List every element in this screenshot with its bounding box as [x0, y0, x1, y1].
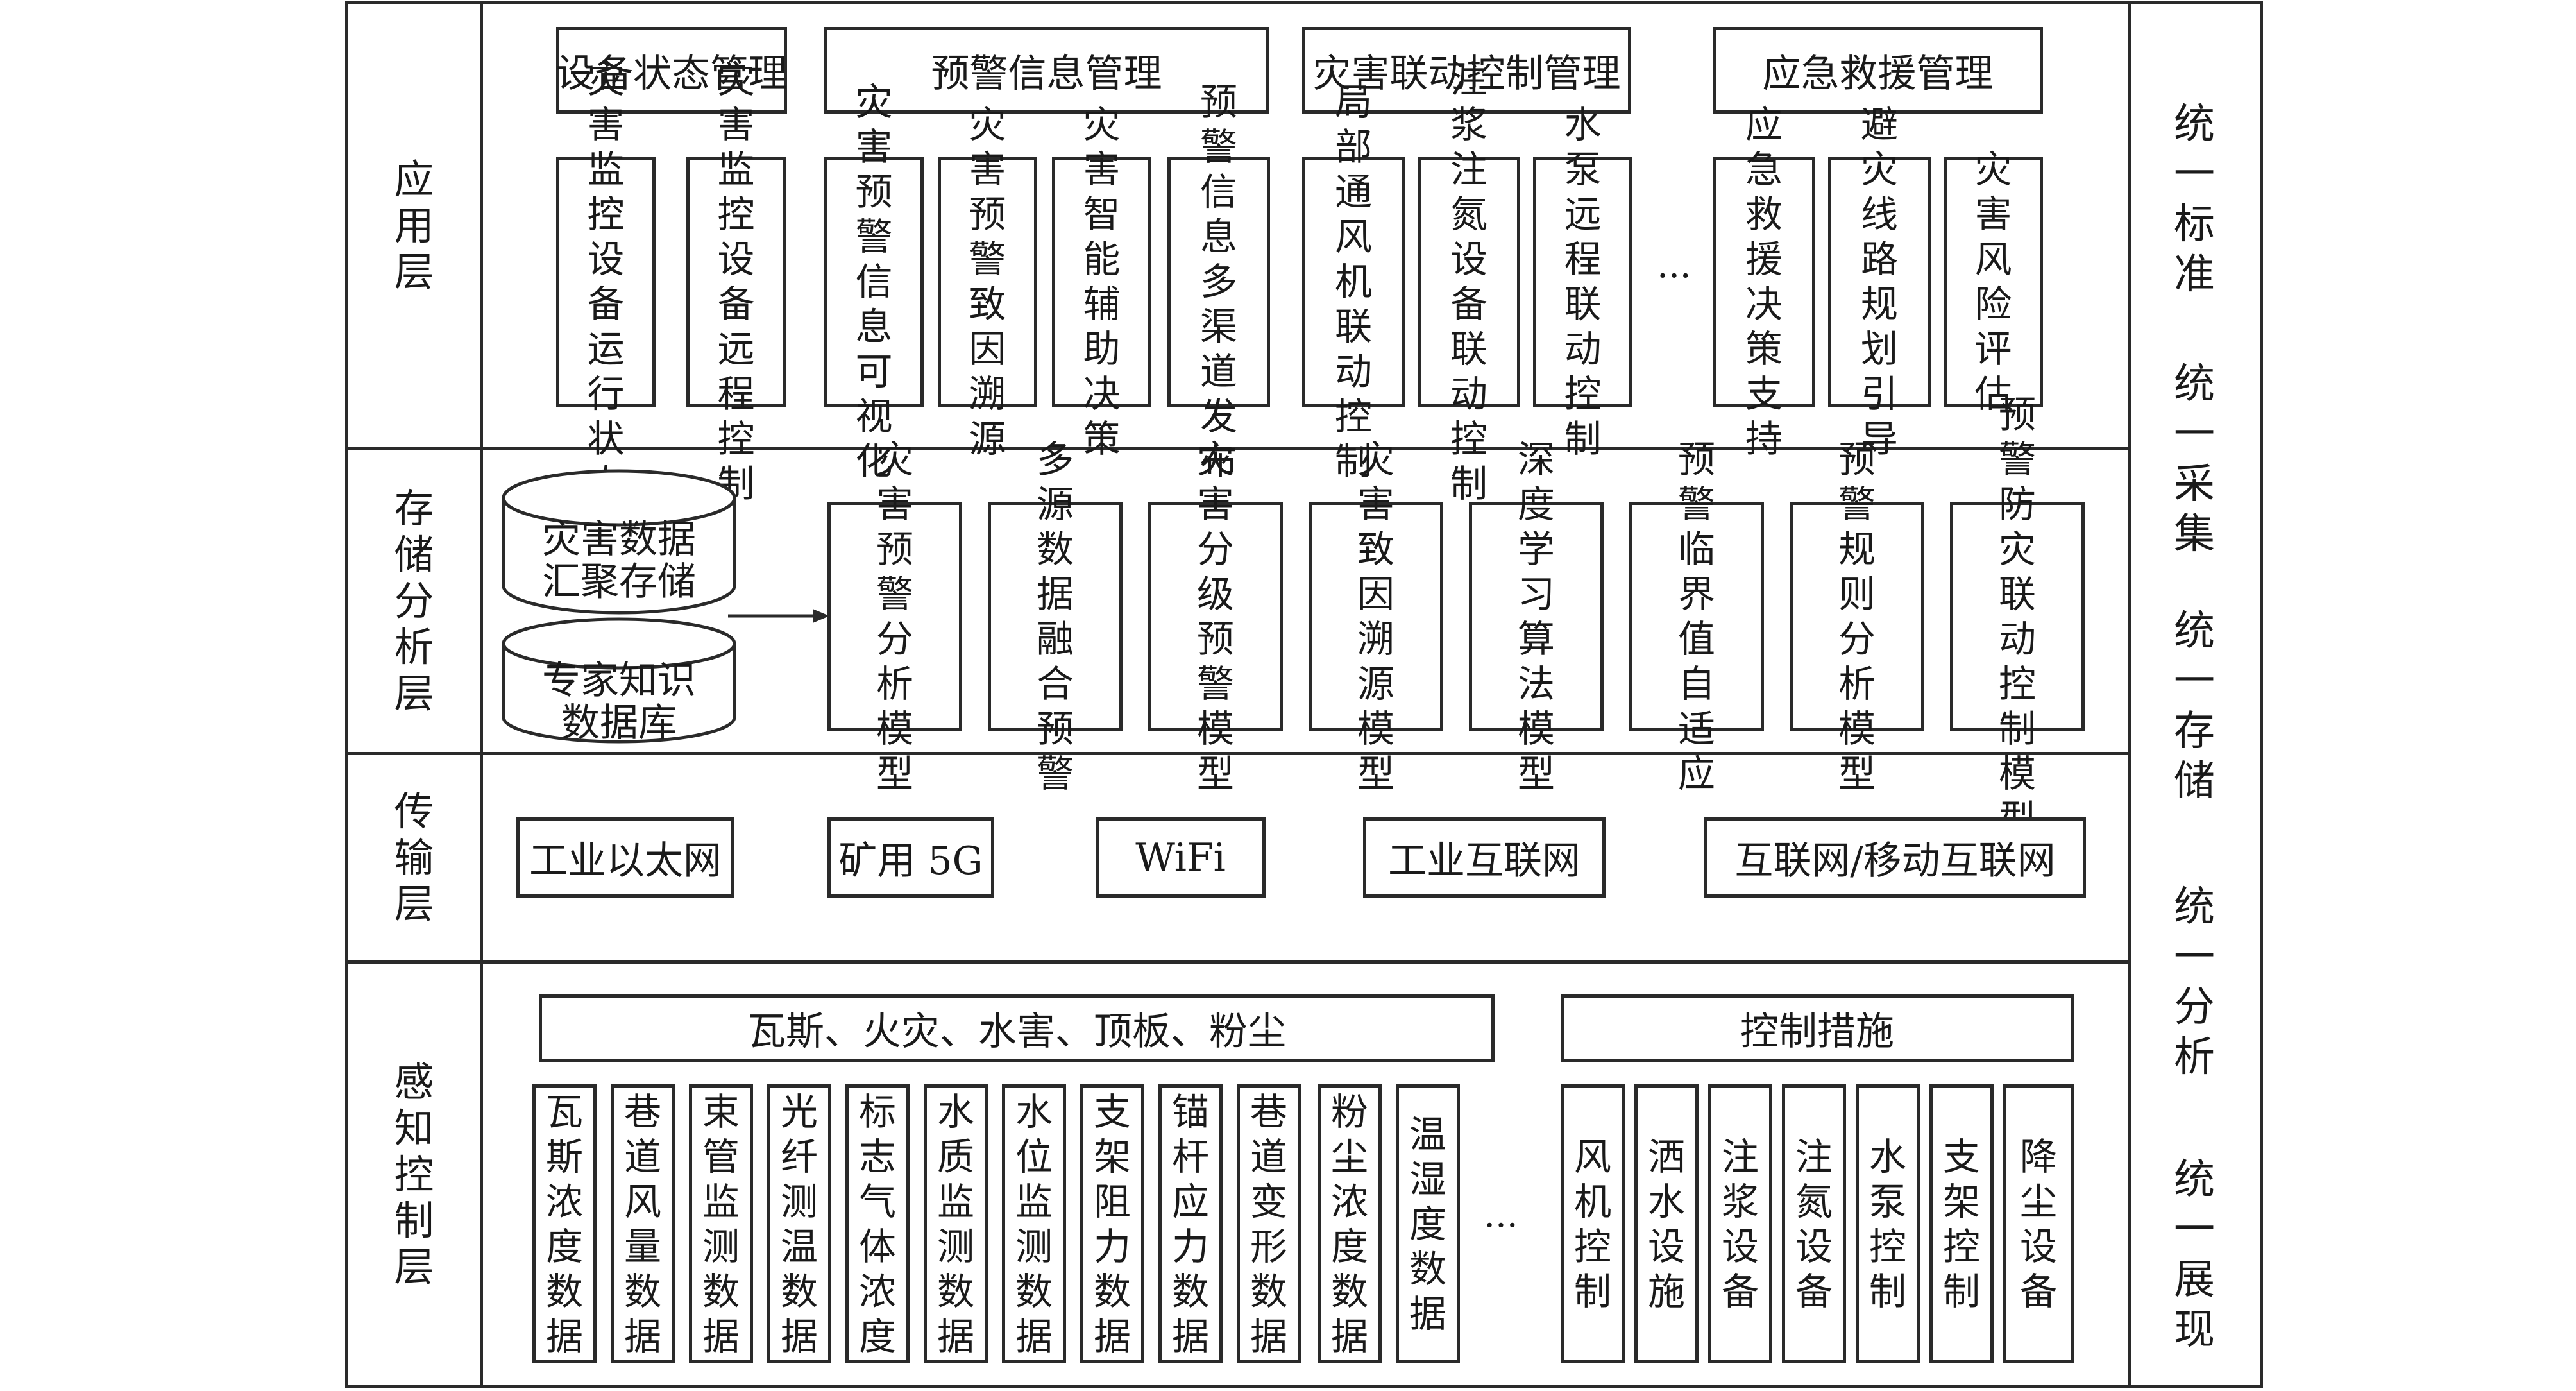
sensor-data: 支架阻力数据: [1080, 1084, 1144, 1363]
sensor-ellipsis: ···: [1484, 1204, 1518, 1247]
arrow-right-icon: [728, 609, 829, 623]
control-measure: 注浆设备: [1708, 1084, 1772, 1363]
network-box: 工业以太网: [516, 817, 734, 898]
divider-application-storage: [345, 447, 2131, 450]
analysis-model: 灾害分级预警模型: [1148, 438, 1283, 796]
analysis-model: 灾害致因溯源模型: [1309, 438, 1443, 796]
analysis-model: 深度学习算法模型: [1469, 438, 1604, 796]
side-principle: 统一存储: [2174, 608, 2215, 805]
hazard-header: 瓦斯、火灾、水害、顶板、粉尘: [539, 994, 1495, 1062]
divider-storage-transmission: [345, 752, 2131, 755]
analysis-model: 预警规则分析模型: [1790, 438, 1924, 796]
side-column-divider: [2128, 1, 2131, 1388]
app-module: 避灾线路规划引导: [1828, 103, 1931, 461]
analysis-model: 灾害预警分析模型: [827, 438, 962, 796]
layer-label-transmission: 传输层: [394, 788, 434, 927]
control-measure: 洒水设施: [1634, 1084, 1699, 1363]
side-principle: 统一标准: [2174, 101, 2215, 298]
control-measure: 风机控制: [1561, 1084, 1625, 1363]
control-measure: 水泵控制: [1856, 1084, 1920, 1363]
app-header: 预警信息管理: [824, 27, 1269, 114]
analysis-model: 预警临界值自适应: [1629, 438, 1764, 796]
app-module: 应急救援决策支持: [1713, 103, 1815, 461]
database-cylinder-icon: [502, 469, 736, 615]
app-header: 设备状态管理: [556, 27, 787, 114]
layer-label-perception: 感知控制层: [394, 1058, 434, 1290]
app-module: 注浆注氮设备联动控制: [1418, 58, 1520, 506]
analysis-model: 预警防灾联动控制模型: [1950, 393, 2085, 841]
sensor-data: 水质监测数据: [924, 1084, 988, 1363]
sensor-data: 束管监测数据: [689, 1084, 753, 1363]
side-principle: 统一采集: [2174, 361, 2215, 558]
control-measure: 降尘设备: [2003, 1084, 2074, 1363]
sensor-data: 巷道风量数据: [611, 1084, 675, 1363]
app-module: 灾害预警信息可视化: [824, 80, 924, 483]
app-header: 灾害联动控制管理: [1302, 27, 1631, 114]
app-module: 预警信息多渠道发布: [1167, 80, 1270, 483]
sensor-data: 巷道变形数据: [1237, 1084, 1301, 1363]
diagram-frame: [345, 1, 2263, 1388]
sensor-data: 锚杆应力数据: [1158, 1084, 1223, 1363]
analysis-model: 多源数据融合预警: [988, 438, 1123, 796]
app-module: 灾害预警致因溯源: [938, 103, 1037, 461]
database-label: 灾害数据汇聚存储: [542, 517, 696, 604]
control-header: 控制措施: [1561, 994, 2074, 1062]
database-cylinder-icon: [502, 617, 736, 744]
network-box: 矿用 5G: [827, 817, 994, 898]
divider-transmission-perception: [345, 960, 2131, 964]
network-box: WiFi: [1096, 817, 1266, 898]
sensor-data: 瓦斯浓度数据: [532, 1084, 597, 1363]
app-module: 灾害监控设备运行状态: [556, 58, 656, 506]
control-measure: 支架控制: [1929, 1084, 1994, 1363]
app-header: 应急救援管理: [1713, 27, 2043, 114]
control-measure: 注氮设备: [1782, 1084, 1846, 1363]
sensor-data: 粉尘浓度数据: [1318, 1084, 1382, 1363]
side-principle: 统一展现: [2174, 1156, 2215, 1354]
sensor-data: 温湿度数据: [1396, 1084, 1460, 1363]
network-box: 互联网/移动互联网: [1704, 817, 2086, 898]
sensor-data: 水位监测数据: [1002, 1084, 1066, 1363]
network-box: 工业互联网: [1363, 817, 1606, 898]
app-module: 灾害监控设备远程控制: [686, 58, 786, 506]
app-ellipsis: ···: [1657, 255, 1691, 297]
layer-label-divider: [480, 1, 483, 1388]
sensor-data: 标志气体浓度: [845, 1084, 910, 1363]
app-module: 局部通风机联动控制: [1302, 80, 1405, 483]
side-principle: 统一分析: [2174, 883, 2215, 1081]
app-module: 灾害风险评估: [1944, 148, 2043, 416]
app-module: 灾害智能辅助决策: [1052, 103, 1151, 461]
layer-label-storage: 存储分析层: [394, 485, 434, 717]
layer-label-application: 应用层: [394, 156, 434, 295]
sensor-data: 光纤测温数据: [767, 1084, 831, 1363]
database-label: 专家知识数据库: [542, 658, 696, 746]
app-module: 水泵远程联动控制: [1533, 103, 1632, 461]
